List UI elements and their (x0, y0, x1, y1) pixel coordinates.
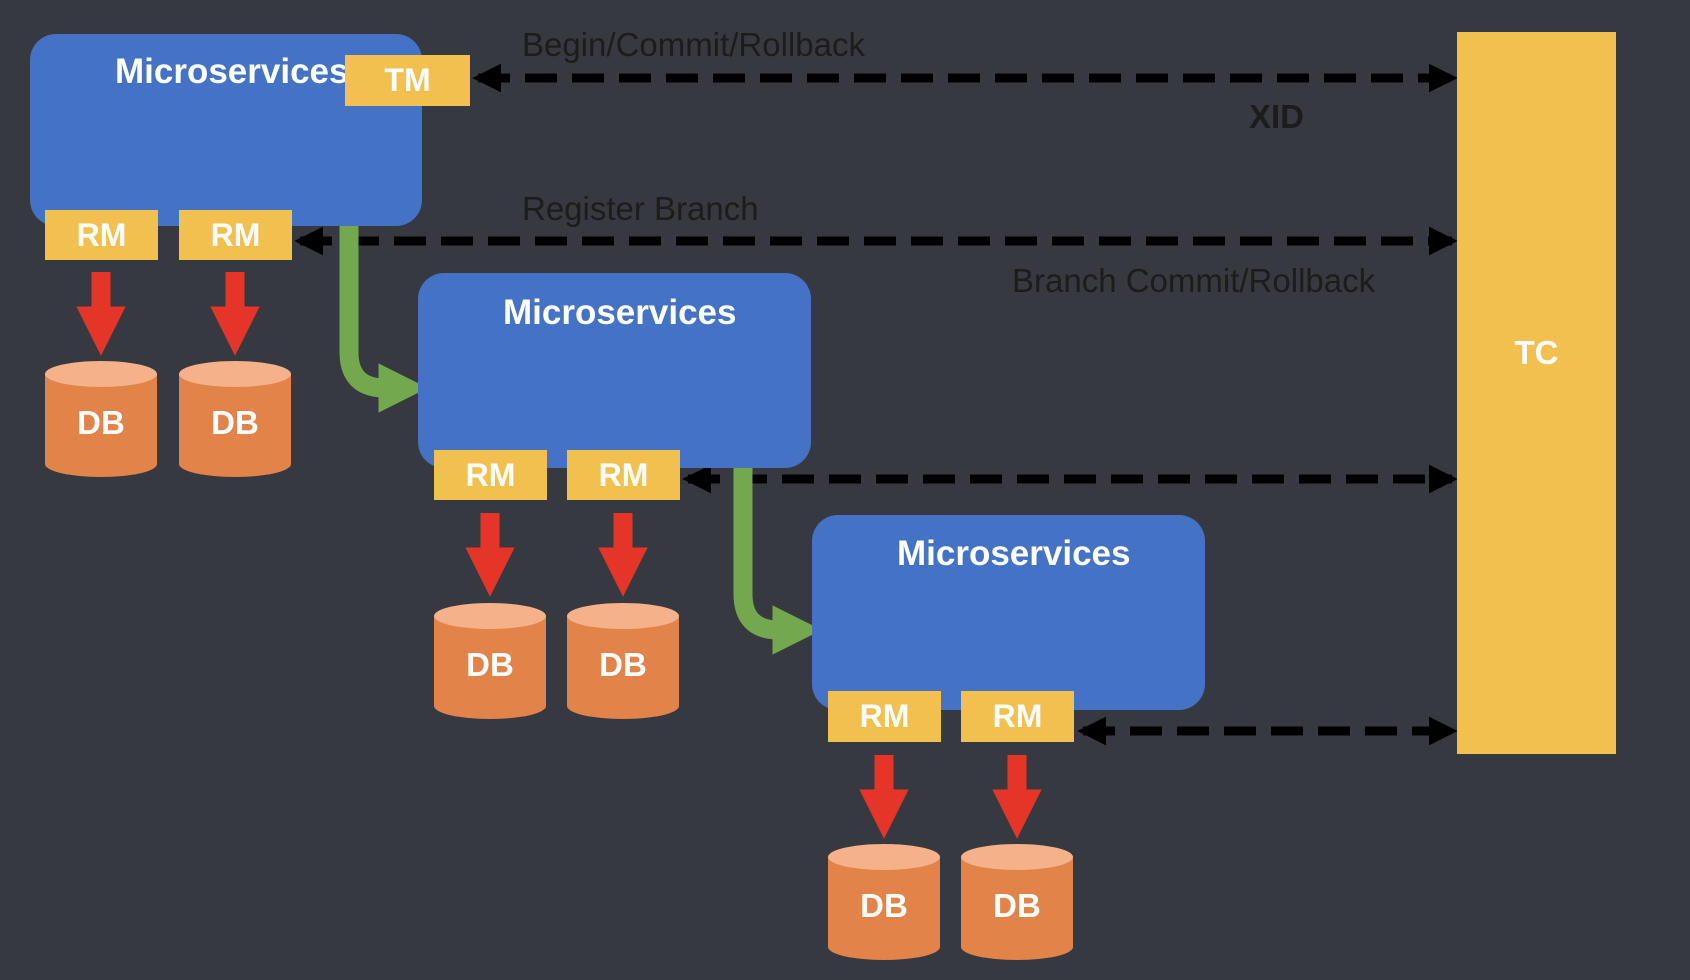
register-branch-label: Register Branch (522, 190, 759, 227)
database-label: DB (860, 887, 908, 924)
rm-tag: RM (434, 450, 547, 500)
microservice-title-1: Microservices (115, 52, 349, 91)
database-label: DB (993, 887, 1041, 924)
rm-tag: RM (567, 450, 680, 500)
database-icon: DB (178, 360, 292, 478)
tc-label: TC (1514, 334, 1559, 371)
database-label: DB (77, 404, 125, 441)
database-icon: DB (827, 843, 941, 961)
tm-tag: TM (345, 55, 470, 106)
call-arrow-2 (733, 450, 822, 655)
begin-commit-rollback-label: Begin/Commit/Rollback (522, 26, 865, 63)
xid-label: XID (1249, 98, 1305, 135)
database-label: DB (211, 404, 259, 441)
database-icon: DB (960, 843, 1074, 961)
call-arrow-1 (339, 208, 428, 413)
rm-tag: RM (45, 210, 158, 260)
database-icon: DB (566, 602, 680, 720)
microservice-box-3 (812, 515, 1205, 710)
database-icon: DB (44, 360, 158, 478)
database-label: DB (466, 646, 514, 683)
database-icon: DB (433, 602, 547, 720)
branch-commit-rollback-label: Branch Commit/Rollback (1012, 262, 1376, 299)
microservice-box-2 (418, 273, 811, 468)
tc-box: TC (1457, 32, 1616, 754)
rm-tag: RM (828, 691, 941, 742)
microservice-title-2: Microservices (503, 293, 737, 332)
database-label: DB (599, 646, 647, 683)
rm-tag: RM (179, 210, 292, 260)
rm-tag: RM (961, 691, 1074, 742)
microservice-title-3: Microservices (897, 534, 1131, 573)
